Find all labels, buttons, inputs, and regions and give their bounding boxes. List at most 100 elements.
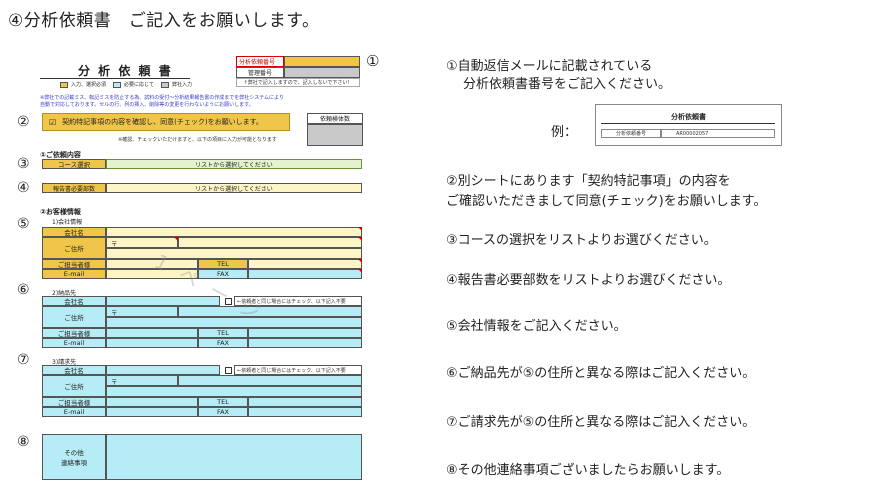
delivery-tel-input[interactable] [248,328,362,338]
comment-marker [174,237,178,241]
instruction-5: ⑤会社情報をご記入ください。 [446,319,627,334]
billing-contact-label: ご担当者様 [42,397,106,407]
company-name-label: 会社名 [42,227,106,237]
legend-internal-swatch [161,81,170,88]
delivery-contact-input[interactable] [106,328,198,338]
instruction-1-line-2: 分析依頼書番号をご記入ください。 [463,77,672,92]
billing-same-note: ←依頼者と同じ場合にはチェック、以下記入不要 [234,365,362,375]
legend: 入力、選択必須 必要に応じて 弊社入力 [60,81,192,88]
instruction-2-line-2: ご確認いただきまして同意(チェック)をお願いします。 [446,194,767,209]
course-select[interactable]: リストから選択してください [106,159,362,169]
marker-2: ② [17,114,30,130]
company-address-input-1[interactable] [178,237,362,248]
other-label-line-2: 連絡事項 [61,459,87,467]
agreement-checkbox[interactable]: ☑ [49,117,57,127]
delivery-postal-input[interactable]: 〒 [106,306,178,317]
comment-marker [358,259,362,263]
billing-name-input[interactable] [106,365,220,375]
instruction-8: ⑧その他連絡事項ございましたらお願いします。 [446,463,730,478]
delivery-tel-label: TEL [198,328,248,338]
company-email-input[interactable] [106,269,198,279]
delivery-same-checkbox[interactable] [220,296,234,306]
copies-select[interactable]: リストから選択してください [106,183,362,193]
delivery-fax-input[interactable] [248,338,362,348]
company-fax-label: FAX [198,269,248,279]
marker-1: ① [366,52,380,70]
company-address-input-2[interactable] [106,248,362,259]
legend-internal: 弊社入力 [172,82,193,88]
section-customer: ②お客様情報 [40,208,81,216]
form-preview: 分 析 依 頼 書 入力、選択必須 必要に応じて 弊社入力 分析依頼番号 管理番… [17,52,379,492]
company-contact-input[interactable] [106,259,198,269]
delivery-name-input[interactable] [106,296,220,306]
company-title: 1)会社情報 [52,219,83,226]
other-label-line-1: その他 [64,449,84,457]
billing-fax-input[interactable] [248,407,362,417]
page-title: ④分析依頼書 ご記入をお願いします。 [8,11,320,31]
billing-address-input-2[interactable] [106,386,362,397]
company-fax-input[interactable] [248,269,362,279]
delivery-email-label: E-mail [42,338,106,348]
sample-count-value [307,124,363,146]
billing-tel-input[interactable] [248,397,362,407]
agreement-text: 契約特記事項の内容を確認し、同意(チェック)をお願いします。 [62,118,263,126]
manage-no-label: 管理番号 [236,67,284,78]
legend-required: 入力、選択必須 [71,82,107,88]
manage-no-input [284,67,360,78]
billing-contact-input[interactable] [106,397,198,407]
instruction-1-line-1: ①自動返信メールに記載されている [446,59,653,74]
agreement-row[interactable]: ☑ 契約特記事項の内容を確認し、同意(チェック)をお願いします。 [42,113,290,131]
delivery-address-label: ご住所 [42,306,106,328]
marker-6: ⑥ [17,282,30,298]
billing-email-label: E-mail [42,407,106,417]
heading-underline [40,78,190,79]
billing-postal-input[interactable]: 〒 [106,375,178,386]
example-box-value: AR00002057 [661,129,775,138]
form-heading: 分 析 依 頼 書 [78,64,173,78]
marker-5: ⑤ [17,216,30,232]
course-label: コース選択 [42,159,106,169]
billing-same-checkbox[interactable] [220,365,234,375]
example-box-rule [601,123,775,124]
marker-4: ④ [17,180,30,196]
section-request: ①ご依頼内容 [40,151,81,159]
other-label: その他 連絡事項 [42,434,106,480]
comment-marker [358,227,362,231]
billing-name-label: 会社名 [42,365,106,375]
delivery-checkbox-box[interactable] [224,297,232,305]
example-box: 分析依頼書 分析依頼番号 AR00002057 [595,104,782,146]
company-name-input[interactable] [106,227,362,237]
marker-8: ⑧ [17,434,30,450]
sample-count-label: 依頼検体数 [307,113,363,124]
other-input[interactable] [106,434,362,480]
billing-address-input-1[interactable] [178,375,362,386]
comment-marker [358,237,362,241]
marker-7: ⑦ [17,352,30,368]
agreement-note: ※確認、チェックいただけますと、以下の項目に入力が可能となります [118,137,277,143]
legend-optional: 必要に応じて [124,82,155,88]
billing-email-input[interactable] [106,407,198,417]
marker-3: ③ [17,156,30,172]
instruction-3: ③コースの選択をリストよりお選びください。 [446,233,717,248]
request-no-input[interactable] [284,56,360,67]
company-postal-input[interactable]: 〒 [106,237,178,248]
legend-optional-swatch [113,81,122,88]
delivery-address-input-2[interactable] [106,317,362,328]
company-tel-input[interactable] [248,259,362,269]
instruction-7: ⑦ご請求先が⑤の住所と異なる際はご記入ください。 [446,415,756,430]
delivery-email-input[interactable] [106,338,198,348]
instruction-4: ④報告書必要部数をリストよりお選びください。 [446,273,731,288]
manage-note: ↑弊社で記入しますので、記入しないで下さい！ [236,78,360,87]
delivery-address-input-1[interactable] [178,306,362,317]
billing-checkbox-box[interactable] [224,366,232,374]
billing-fax-label: FAX [198,407,248,417]
company-address-label: ご住所 [42,237,106,259]
billing-title: 3)請求先 [52,359,77,366]
delivery-name-label: 会社名 [42,296,106,306]
delivery-title: 2)納品先 [52,290,77,297]
company-tel-label: TEL [198,259,248,269]
company-email-label: E-mail [42,269,106,279]
billing-address-label: ご住所 [42,375,106,397]
notice-line-1: ※弊社での記載ミス、転記ミスを防止する為、試料の受付～分析結果報告書の作成までを… [40,95,284,101]
company-contact-label: ご担当者様 [42,259,106,269]
